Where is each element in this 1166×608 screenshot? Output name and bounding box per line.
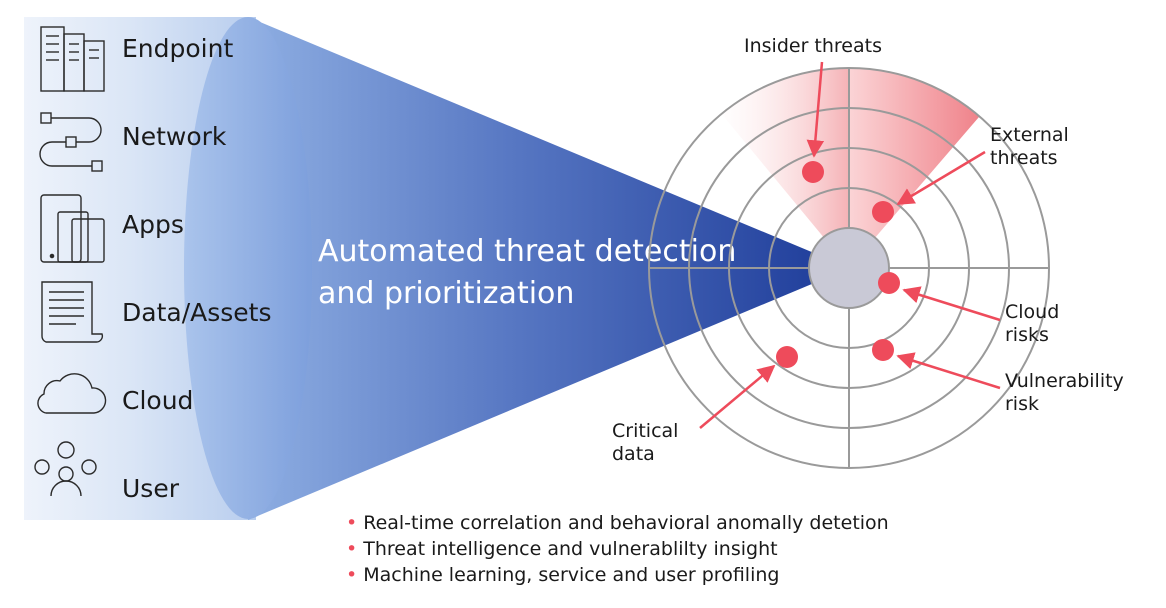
bullet-item: •Real-time correlation and behavioral an…	[346, 510, 889, 536]
vulnerability-risk-label-line1: Vulnerability	[1005, 370, 1124, 392]
document-icon	[41, 281, 104, 343]
network-topology-icon	[39, 112, 103, 172]
funnel-headline-line1: Automated threat detection	[318, 234, 736, 269]
insider-threat-dot	[802, 161, 824, 183]
external-threat-dot	[872, 201, 894, 223]
critical-data-label-line2: data	[612, 443, 655, 465]
source-label-cloud: Cloud	[122, 386, 193, 415]
external-threat-arrow	[896, 150, 986, 206]
cloud-risks-label-line2: risks	[1005, 324, 1049, 346]
radar-core	[808, 227, 890, 309]
threat-radar: Insider threats External threats Cloud r…	[612, 35, 1124, 469]
critical-data-label-line1: Critical	[612, 420, 678, 442]
source-label-data-assets: Data/Assets	[122, 298, 271, 327]
bullet-dot-icon: •	[346, 512, 358, 534]
bullet-dot-icon: •	[346, 564, 358, 586]
external-threats-label-line1: External	[990, 124, 1069, 146]
critical-data-dot	[776, 346, 798, 368]
critical-data-arrow	[699, 364, 776, 429]
cloud-risk-arrow	[902, 286, 1001, 322]
capability-bullet-list: •Real-time correlation and behavioral an…	[346, 510, 889, 588]
vulnerability-risk-arrow	[896, 352, 1001, 390]
source-label-apps: Apps	[122, 210, 184, 239]
source-label-user: User	[122, 474, 180, 503]
bullet-item: •Threat intelligence and vulnerablilty i…	[346, 536, 889, 562]
external-threats-label-line2: threats	[990, 147, 1058, 169]
bullet-dot-icon: •	[346, 538, 358, 560]
bullet-text: Threat intelligence and vulnerablilty in…	[363, 538, 778, 560]
users-icon	[34, 441, 97, 497]
cloud-risk-dot	[878, 272, 900, 294]
bullet-text: Machine learning, service and user profi…	[363, 564, 780, 586]
vulnerability-risk-label-line2: risk	[1005, 393, 1039, 415]
source-label-endpoint: Endpoint	[122, 34, 233, 63]
vulnerability-risk-dot	[872, 339, 894, 361]
source-label-network: Network	[122, 122, 227, 151]
cloud-risks-label-line1: Cloud	[1005, 301, 1059, 323]
insider-threat-arrow	[806, 61, 825, 158]
insider-threats-label: Insider threats	[744, 35, 882, 57]
bullet-item: •Machine learning, service and user prof…	[346, 562, 889, 588]
funnel-headline-line2: and prioritization	[318, 276, 574, 311]
devices-icon	[40, 194, 105, 263]
funnel-mouth	[184, 17, 312, 519]
detection-funnel	[248, 17, 850, 520]
bullet-text: Real-time correlation and behavioral ano…	[363, 512, 889, 534]
server-rack-icon	[40, 26, 105, 92]
cloud-icon	[37, 373, 107, 414]
